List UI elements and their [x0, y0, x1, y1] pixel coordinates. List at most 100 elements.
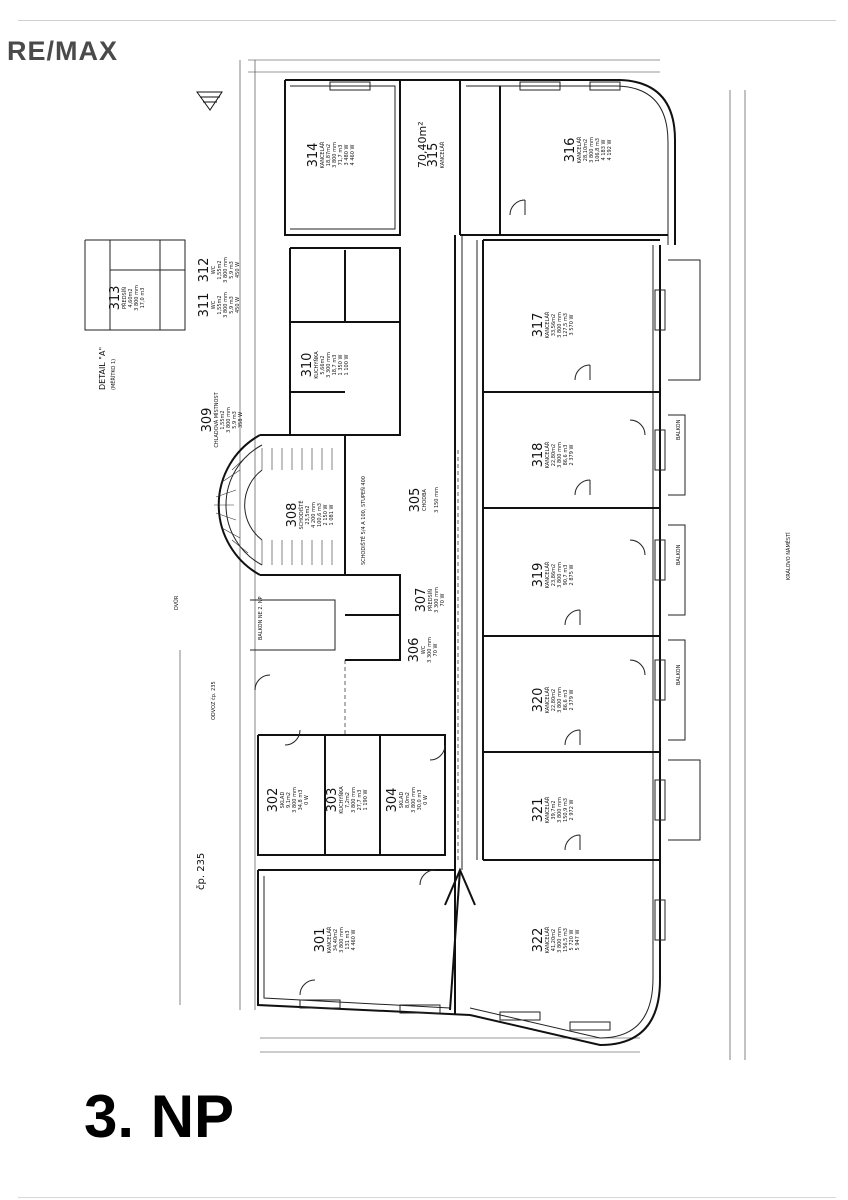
room-spec-line: 3 800 mm — [332, 142, 338, 168]
room-number: 304 — [385, 788, 400, 813]
room-number: 318 — [531, 443, 546, 468]
room-spec-line: 2 972 W — [569, 800, 575, 821]
room-spec-line: 5,9 m3 — [229, 261, 235, 279]
room-name: KANCELÁŘ — [543, 686, 551, 713]
room-spec-line: 30,0 m3 — [417, 790, 423, 811]
room-spec-line: 17,0 m3 — [140, 288, 146, 309]
area-annotation-315: 70,40m² — [416, 121, 429, 168]
room-spec-line: 1 100 W — [344, 355, 350, 376]
detail-a-label: DETAIL "A" — [98, 347, 107, 390]
balkon-label-3: BALKON — [676, 664, 682, 685]
room-spec-line: 39,7m2 — [551, 800, 557, 819]
room-spec-line: 2 150 W — [323, 505, 329, 526]
room-name: KANCELÁŘ — [543, 441, 551, 468]
room-spec-line: 22,80m2 — [551, 444, 557, 466]
room-spec-line: 34,8 m3 — [298, 790, 304, 811]
room-spec-line: 0 W — [423, 795, 429, 805]
room-spec-line: 1,55m2 — [220, 410, 226, 429]
room-spec-line: 23,86m2 — [551, 564, 557, 586]
balkon-label-2: BALKON — [676, 544, 682, 565]
room-spec-line: 5,9 m3 — [232, 411, 238, 429]
room-spec-line: 4 460 W — [350, 145, 356, 166]
room-spec-line: 34,40m2 — [333, 929, 339, 951]
room-spec-line: 4 192 W — [607, 140, 613, 161]
room-number: 309 — [200, 408, 215, 433]
room-spec-line: 71,7 m3 — [338, 145, 344, 166]
room-spec-line: 3 570 W — [569, 315, 575, 336]
room-spec-line: 3 800 mm — [557, 312, 563, 338]
room-spec-line: 3 300 mm — [427, 637, 433, 663]
room-number: 308 — [285, 503, 300, 528]
room-spec-line: 1 350 W — [338, 355, 344, 376]
room-spec-line: 3 800 mm — [292, 787, 298, 813]
room-partitions — [84, 81, 701, 1031]
building-label: čp. 235 — [195, 853, 207, 890]
room-spec-line: 3 300 mm — [434, 587, 440, 613]
room-number: 316 — [563, 138, 578, 163]
room-number: 311 — [197, 293, 212, 318]
room-spec-line: 5 720 W — [569, 930, 575, 951]
room-spec-line: 90,7 m3 — [563, 565, 569, 586]
room-spec-line: 86,6 m3 — [563, 445, 569, 466]
room-spec-line: 3 800 mm — [557, 442, 563, 468]
room-number: 305 — [408, 488, 423, 513]
room-name: KANCELÁŘ — [318, 141, 326, 168]
room-spec-line: 3 800 mm — [339, 927, 345, 953]
room-spec-line: 28,10m2 — [583, 139, 589, 161]
room-name: KANCELÁŘ — [543, 561, 551, 588]
room-number: 314 — [306, 143, 321, 168]
room-spec-line: 4,60m2 — [128, 288, 134, 307]
room-number: 302 — [266, 788, 281, 813]
balkon-label-1: BALKON — [676, 419, 682, 440]
room-spec-line: 2 379 W — [569, 445, 575, 466]
room-name: KANCELÁŘ — [543, 926, 551, 953]
room-spec-line: 3 800 mm — [223, 292, 229, 318]
room-spec-line: 3 800 mm — [351, 787, 357, 813]
room-spec-line: 2 379 W — [569, 690, 575, 711]
room-spec-line: 1 081 W — [329, 505, 335, 526]
room-spec-line: 1,55m2 — [217, 295, 223, 314]
room-name: PŘEDSÍŇ — [120, 287, 128, 309]
room-name: SCHODIŠTĚ — [297, 500, 305, 529]
street-label: KRÁLOVO NÁMĚSTÍ — [784, 532, 792, 580]
room-number: 310 — [300, 353, 315, 378]
room-spec-line: 86,6 m3 — [563, 690, 569, 711]
room-spec-line: 450 W — [235, 297, 241, 313]
room-spec-line: 100,6 m3 — [317, 503, 323, 527]
room-number: 306 — [407, 638, 422, 663]
room-name: CHLADOVÁ MÍSTNOST — [213, 391, 220, 447]
room-spec-line: 3 800 mm — [557, 797, 563, 823]
room-name: KANCELÁŘ — [543, 796, 551, 823]
room-number: 313 — [108, 286, 123, 311]
room-number: 307 — [414, 588, 429, 613]
room-spec-line: 9,1m2 — [286, 792, 292, 808]
room-spec-line: 70 W — [440, 594, 446, 607]
room-spec-line: 0 W — [304, 795, 310, 805]
room-spec-line: 5 947 W — [575, 930, 581, 951]
room-spec-line: 7,2m2 — [345, 792, 351, 808]
room-spec-line: 3 800 mm — [589, 137, 595, 163]
room-spec-line: 22,80m2 — [551, 689, 557, 711]
room-spec-line: 41,20m2 — [551, 929, 557, 951]
room-spec-line: 4 183 W — [601, 140, 607, 161]
room-name: KUCHYŇKA — [313, 351, 320, 379]
room-name: WC — [211, 300, 217, 309]
detail-a-sub: (MĚŘÍTKO 1) — [109, 359, 117, 390]
room-spec-line: 3 800 mm — [223, 257, 229, 283]
